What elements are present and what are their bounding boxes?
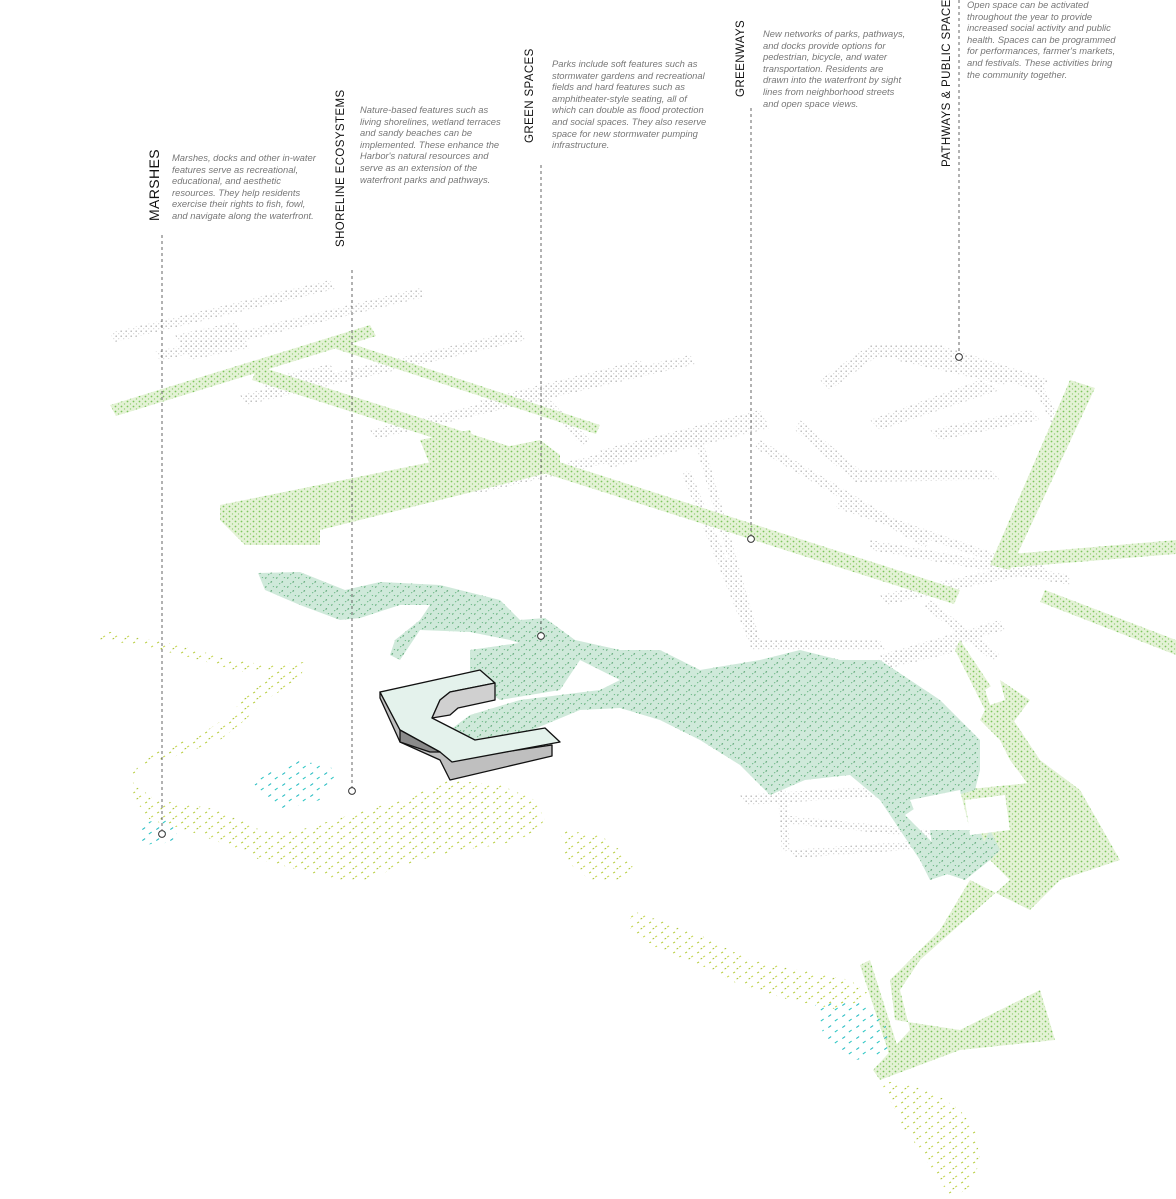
building-massing <box>379 669 561 781</box>
shoreline-band <box>100 630 545 880</box>
title-greenways: GREENWAYS <box>735 19 747 97</box>
green-space-zone <box>258 572 1000 880</box>
leader-lines <box>161 0 960 830</box>
marker-shoreline <box>348 787 356 795</box>
shoreline-band <box>880 1080 980 1195</box>
marsh-patch <box>815 1000 890 1060</box>
description-shoreline-ecosystems: Nature-based features such as living sho… <box>360 104 501 185</box>
description-green-spaces: Parks include soft features such as stor… <box>552 58 707 151</box>
title-green-spaces: GREEN SPACES <box>524 48 536 143</box>
description-pathways-public-spaces: Open space can be activated throughout t… <box>967 0 1116 80</box>
green-space-plaza <box>470 640 580 700</box>
marker-greenways <box>747 535 755 543</box>
shoreline-band <box>560 830 635 880</box>
title-shoreline-ecosystems: SHORELINE ECOSYSTEMS <box>335 89 347 247</box>
marker-pathways <box>955 353 963 361</box>
description-marshes: Marshes, docks and other in-water featur… <box>172 152 316 221</box>
marker-marshes <box>158 830 166 838</box>
green-space-park <box>258 572 1000 880</box>
shoreline-zone <box>100 630 980 1195</box>
title-marshes: MARSHES <box>146 148 162 221</box>
marker-green-spaces <box>537 632 545 640</box>
building-notch <box>399 729 441 753</box>
green-space-plaza <box>930 830 990 880</box>
title-pathways-public-spaces: PATHWAYS & PUBLIC SPACES <box>941 0 953 167</box>
marsh-patch <box>250 760 340 810</box>
plaza-voids <box>910 680 1010 835</box>
shoreline-band <box>630 910 870 1010</box>
description-greenways: New networks of parks, pathways, and doc… <box>763 28 906 109</box>
leader-markers <box>158 353 963 838</box>
building-inner-wall <box>431 682 496 719</box>
